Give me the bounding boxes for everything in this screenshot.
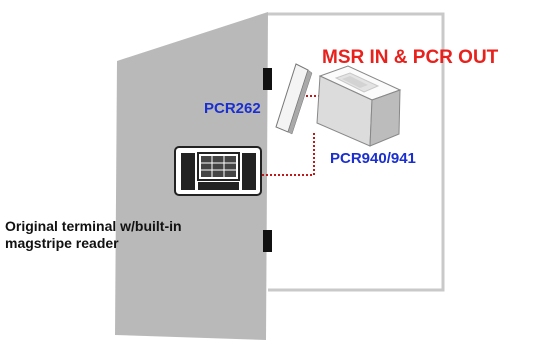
terminal-device — [174, 146, 262, 196]
pcr262-label: PCR262 — [204, 100, 261, 117]
terminal-label-line-1: Original terminal w/built-in — [5, 218, 182, 234]
door-hinge-bottom — [263, 230, 272, 252]
pcr262-device — [275, 63, 313, 135]
terminal-label: Original terminal w/built-in magstripe r… — [5, 218, 182, 252]
pcr940-label: PCR940/941 — [330, 150, 416, 167]
diagram-title: MSR IN & PCR OUT — [322, 47, 499, 68]
connector-terminal-to-pcr940 — [262, 133, 315, 176]
pcr940-device — [316, 65, 402, 147]
door-hinge-top — [263, 68, 272, 90]
door-frame — [268, 12, 445, 292]
terminal-label-line-2: magstripe reader — [5, 235, 119, 251]
